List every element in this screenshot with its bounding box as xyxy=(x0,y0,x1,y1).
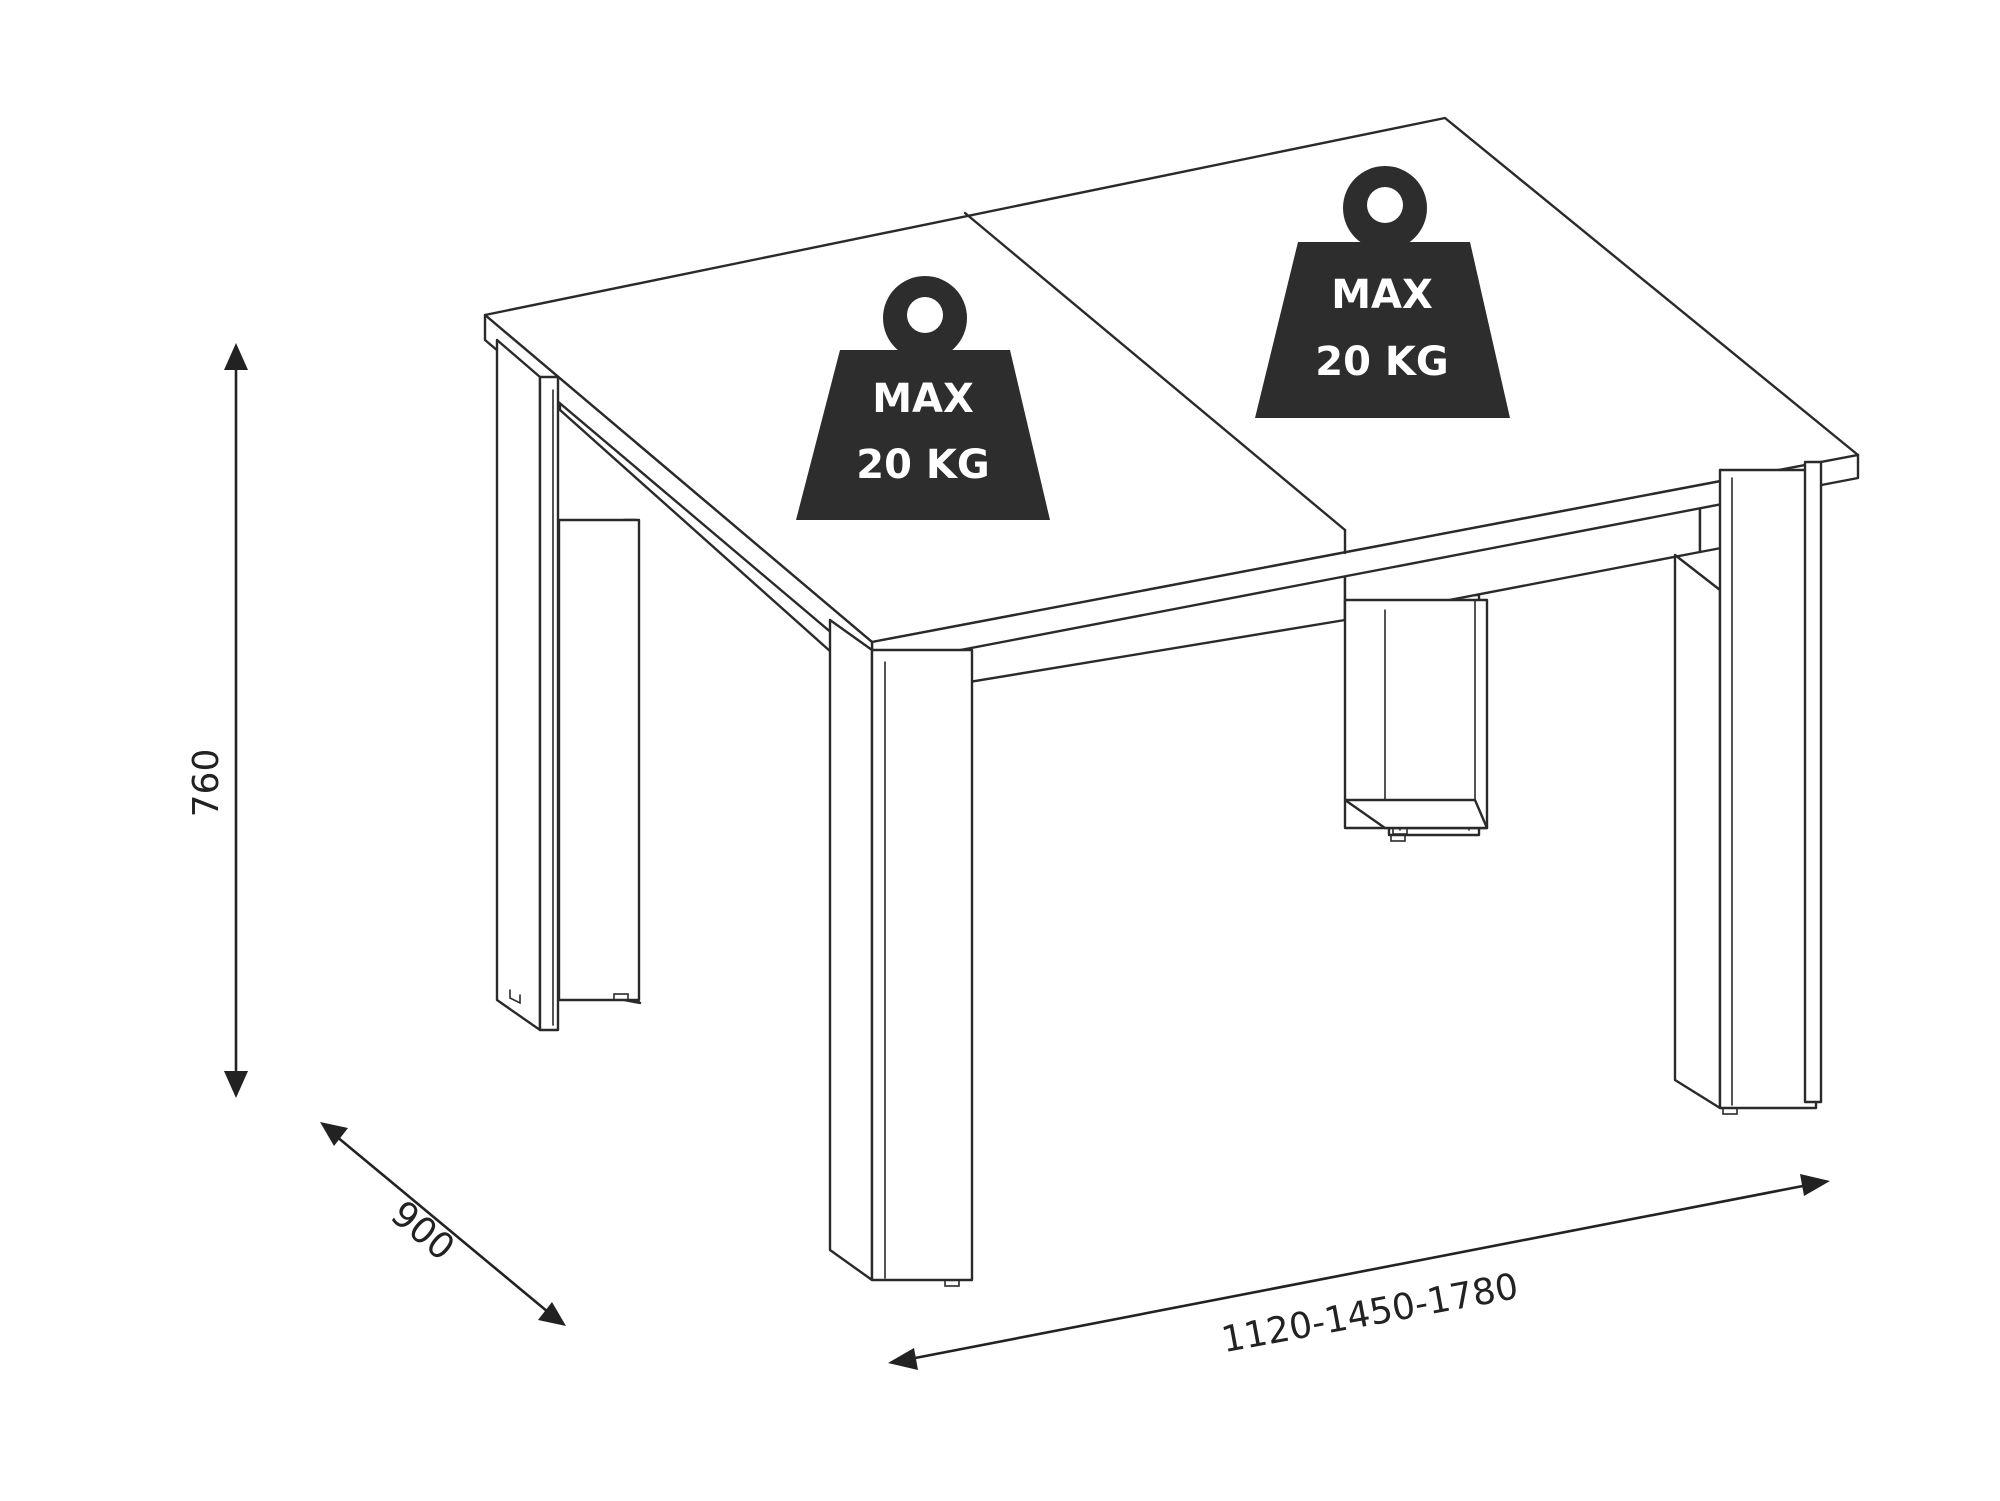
table-drawing xyxy=(483,116,1860,1287)
width-label: 1120-1450-1780 xyxy=(1218,1266,1521,1361)
depth-dimension: 900 xyxy=(320,1122,566,1326)
weight-label-line1: MAX xyxy=(872,376,974,422)
front-right-leg xyxy=(1673,460,1823,1115)
depth-label: 900 xyxy=(383,1193,462,1269)
back-left-leg xyxy=(557,518,642,1005)
height-label: 760 xyxy=(186,749,227,818)
weight-label-line2: 20 KG xyxy=(856,442,989,488)
weight-label-line2: 20 KG xyxy=(1315,339,1448,385)
height-dimension: 760 xyxy=(186,343,248,1098)
tabletop xyxy=(483,116,1860,669)
weight-icon-right: MAX 20 KG xyxy=(1255,166,1510,418)
weight-label-line1: MAX xyxy=(1331,272,1433,318)
width-dimension: 1120-1450-1780 xyxy=(888,1174,1830,1370)
front-left-leg xyxy=(495,338,560,1032)
middle-leg xyxy=(1343,598,1489,835)
leaf-split-line xyxy=(963,211,1347,532)
front-center-leg xyxy=(828,618,974,1287)
weight-icon-left: MAX 20 KG xyxy=(796,276,1050,520)
